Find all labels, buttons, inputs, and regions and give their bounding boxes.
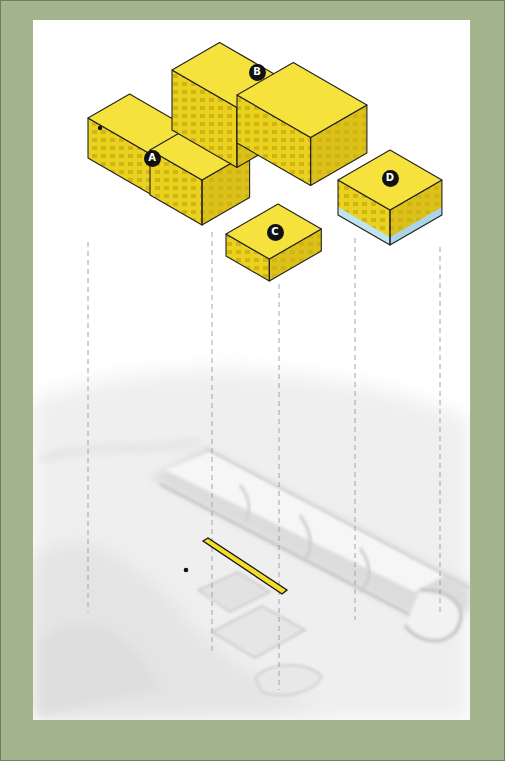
building-outline	[220, 198, 328, 286]
building-face	[226, 204, 321, 259]
building-outline	[332, 144, 448, 250]
callout-letter: D	[386, 173, 394, 183]
callout-circle: B	[249, 64, 266, 81]
callout-circle: A	[144, 150, 161, 167]
callout-letter: B	[253, 67, 261, 77]
callout-circle: D	[382, 170, 399, 187]
building-volume: D	[332, 144, 448, 250]
building-outline	[166, 36, 374, 192]
building-face	[237, 63, 367, 138]
building-face	[390, 207, 442, 245]
marker-dot	[98, 126, 102, 130]
callout-circle: C	[267, 224, 284, 241]
building-volume: B	[166, 36, 374, 192]
callout-letter: C	[271, 227, 278, 237]
projection-lines	[88, 232, 440, 690]
building-face	[338, 150, 442, 210]
building-volume: C	[220, 198, 328, 286]
site-dot	[184, 568, 189, 573]
callout-letter: A	[148, 153, 156, 163]
building-face	[338, 207, 390, 245]
site-bar	[203, 538, 287, 594]
